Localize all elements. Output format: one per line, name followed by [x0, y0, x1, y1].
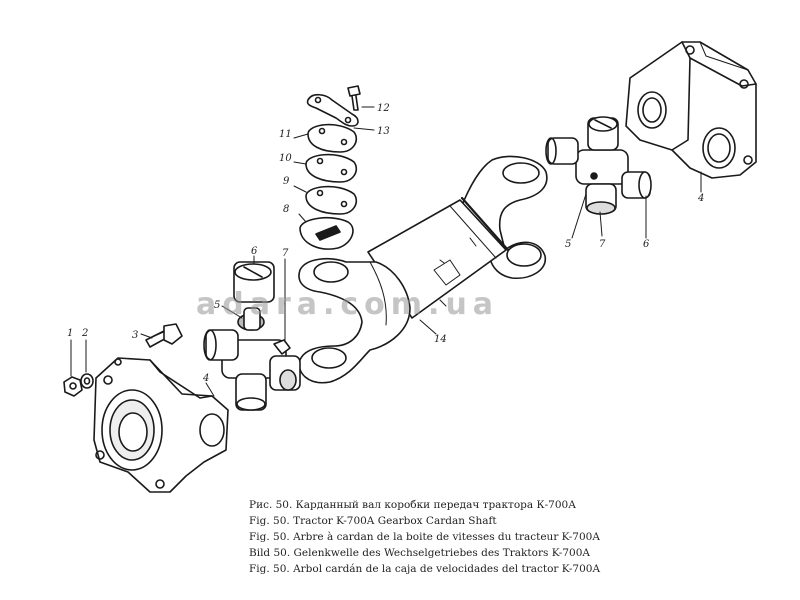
caption-french: Fig. 50. Arbre à cardan de la boite de v… [249, 531, 600, 543]
callout-3: 3 [132, 330, 138, 341]
callout-11: 11 [279, 129, 292, 140]
callout-6-right: 6 [643, 239, 650, 250]
callout-5-left: 5 [214, 300, 220, 311]
callout-5-right: 5 [565, 239, 571, 250]
cover-plate-8 [299, 216, 354, 250]
leader-lines [70, 106, 702, 397]
callout-14: 14 [434, 334, 447, 345]
callout-13: 13 [377, 126, 390, 137]
callout-2: 2 [81, 328, 88, 339]
right-flange-4 [625, 41, 757, 179]
gasket-11 [307, 123, 358, 153]
bolt-3 [145, 323, 183, 348]
right-spider-assembly [545, 116, 652, 215]
callout-4-right: 4 [697, 193, 704, 204]
callout-1: 1 [67, 328, 73, 339]
caption-spanish: Fig. 50. Arbol cardán de la caja de velo… [249, 563, 601, 575]
callout-12: 12 [377, 103, 390, 114]
bolt-12 [347, 85, 361, 111]
left-spider-assembly [203, 261, 301, 411]
caption-german: Bild 50. Gelenkwelle des Wechselgetriebe… [249, 547, 590, 559]
callout-7-right: 7 [599, 239, 606, 250]
caption-english: Fig. 50. Tractor K-700A Gearbox Cardan S… [249, 515, 497, 527]
callout-7-left: 7 [282, 248, 289, 259]
grease-fitting-7 [273, 339, 291, 355]
callout-8: 8 [283, 204, 289, 215]
callout-6-left: 6 [251, 246, 258, 257]
washer-2 [80, 373, 94, 389]
gasket-9 [305, 185, 358, 215]
cardan-shaft-14 [298, 155, 548, 384]
caption-russian: Рис. 50. Карданный вал коробки передач т… [249, 499, 577, 511]
callout-numbers: 1 2 3 4 5 6 7 8 9 10 11 12 13 14 5 7 6 4 [67, 103, 704, 384]
callout-9: 9 [283, 176, 290, 187]
watermark: adara.com.ua [196, 287, 499, 322]
nut-1 [63, 376, 83, 397]
gasket-10 [305, 153, 358, 183]
left-flange-4 [93, 357, 229, 493]
callout-4-left: 4 [202, 373, 209, 384]
figure-captions: Рис. 50. Карданный вал коробки передач т… [249, 497, 769, 577]
lock-plate-13 [306, 93, 359, 127]
callout-10: 10 [279, 153, 292, 164]
